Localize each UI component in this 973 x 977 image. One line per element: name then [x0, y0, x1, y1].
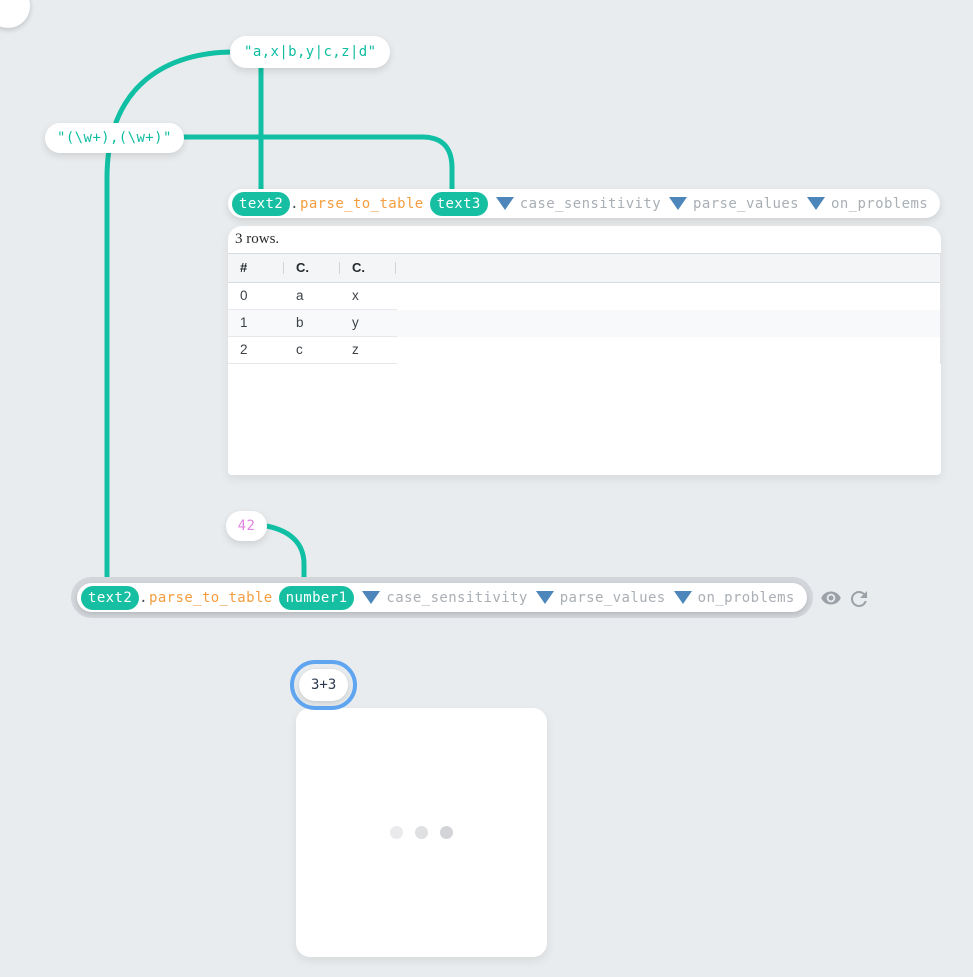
node-expression[interactable]: 3+3 — [299, 669, 349, 701]
cell: z — [352, 342, 359, 357]
cell: x — [352, 288, 359, 303]
node-parse-to-table-1[interactable]: text2.parse_to_table text3 case_sensitiv… — [228, 189, 941, 218]
column-header: # — [228, 254, 284, 282]
param-case-sensitivity[interactable]: case_sensitivity — [519, 195, 662, 212]
input-port-text2[interactable]: text2 — [81, 585, 140, 610]
node-selection-halo: text2.parse_to_table number1 case_sensit… — [71, 577, 813, 618]
cell: b — [296, 315, 304, 330]
column-header: C. — [340, 254, 396, 282]
node-text3-regex[interactable]: "(\w+),(\w+)" — [45, 123, 184, 153]
regex-literal-value: "(\w+),(\w+)" — [57, 130, 172, 146]
edge-text3-to-parse1[interactable] — [181, 134, 455, 199]
dropdown-arrow-icon[interactable] — [362, 591, 381, 604]
dropdown-arrow-icon[interactable] — [806, 197, 825, 210]
edge-text2-to-parse2[interactable] — [104, 49, 237, 593]
expression-value: 3+3 — [311, 677, 337, 693]
loading-dot — [390, 826, 403, 839]
loading-dot — [415, 826, 428, 839]
table-summary: 3 rows. — [235, 231, 280, 247]
accessor-dot: . — [290, 195, 299, 212]
input-port-number1[interactable]: number1 — [278, 585, 355, 610]
column-header: C. — [284, 254, 340, 282]
dropdown-arrow-icon[interactable] — [669, 197, 688, 210]
eye-icon[interactable] — [819, 586, 843, 610]
param-parse-values[interactable]: parse_values — [559, 589, 666, 606]
param-parse-values[interactable]: parse_values — [693, 195, 799, 212]
refresh-icon[interactable] — [847, 587, 871, 611]
table-row: 2 c z — [228, 337, 940, 364]
cell: c — [296, 342, 303, 357]
node-text2-literal[interactable]: "a,x|b,y|c,z|d" — [230, 36, 391, 68]
input-port-text2[interactable]: text2 — [232, 191, 291, 216]
node-parse-to-table-2[interactable]: text2.parse_to_table number1 case_sensit… — [77, 583, 807, 612]
cell: a — [296, 288, 304, 303]
node-edit-ring: 3+3 — [290, 660, 358, 710]
input-port-text3[interactable]: text3 — [429, 191, 488, 216]
text-literal-value: "a,x|b,y|c,z|d" — [244, 44, 377, 60]
table-visualization-panel: 3 rows. # C. C. 0 a x 1 b y — [228, 226, 941, 475]
param-on-problems[interactable]: on_problems — [830, 195, 929, 212]
number-literal-value: 42 — [237, 518, 256, 534]
node-number1-literal[interactable]: 42 — [226, 511, 267, 541]
cell: 0 — [240, 288, 248, 303]
table-row: 0 a x — [228, 283, 940, 310]
dropdown-arrow-icon[interactable] — [673, 591, 692, 604]
dropdown-arrow-icon[interactable] — [535, 591, 554, 604]
method-name: parse_to_table — [300, 195, 424, 212]
param-case-sensitivity[interactable]: case_sensitivity — [386, 589, 528, 606]
method-name: parse_to_table — [149, 589, 273, 606]
cell: 2 — [240, 342, 248, 357]
cell: 1 — [240, 315, 248, 330]
table-row: 1 b y — [228, 310, 940, 337]
loading-dot — [440, 826, 453, 839]
dropdown-arrow-icon[interactable] — [495, 197, 514, 210]
data-grid: # C. C. 0 a x 1 b y 2 — [228, 253, 941, 364]
grid-header-row: # C. C. — [228, 254, 940, 283]
cell: y — [352, 315, 359, 330]
param-on-problems[interactable]: on_problems — [697, 589, 795, 606]
edge-number1-to-parse2[interactable] — [257, 522, 307, 593]
accessor-dot: . — [139, 589, 148, 606]
loading-visualization-panel — [296, 708, 547, 957]
